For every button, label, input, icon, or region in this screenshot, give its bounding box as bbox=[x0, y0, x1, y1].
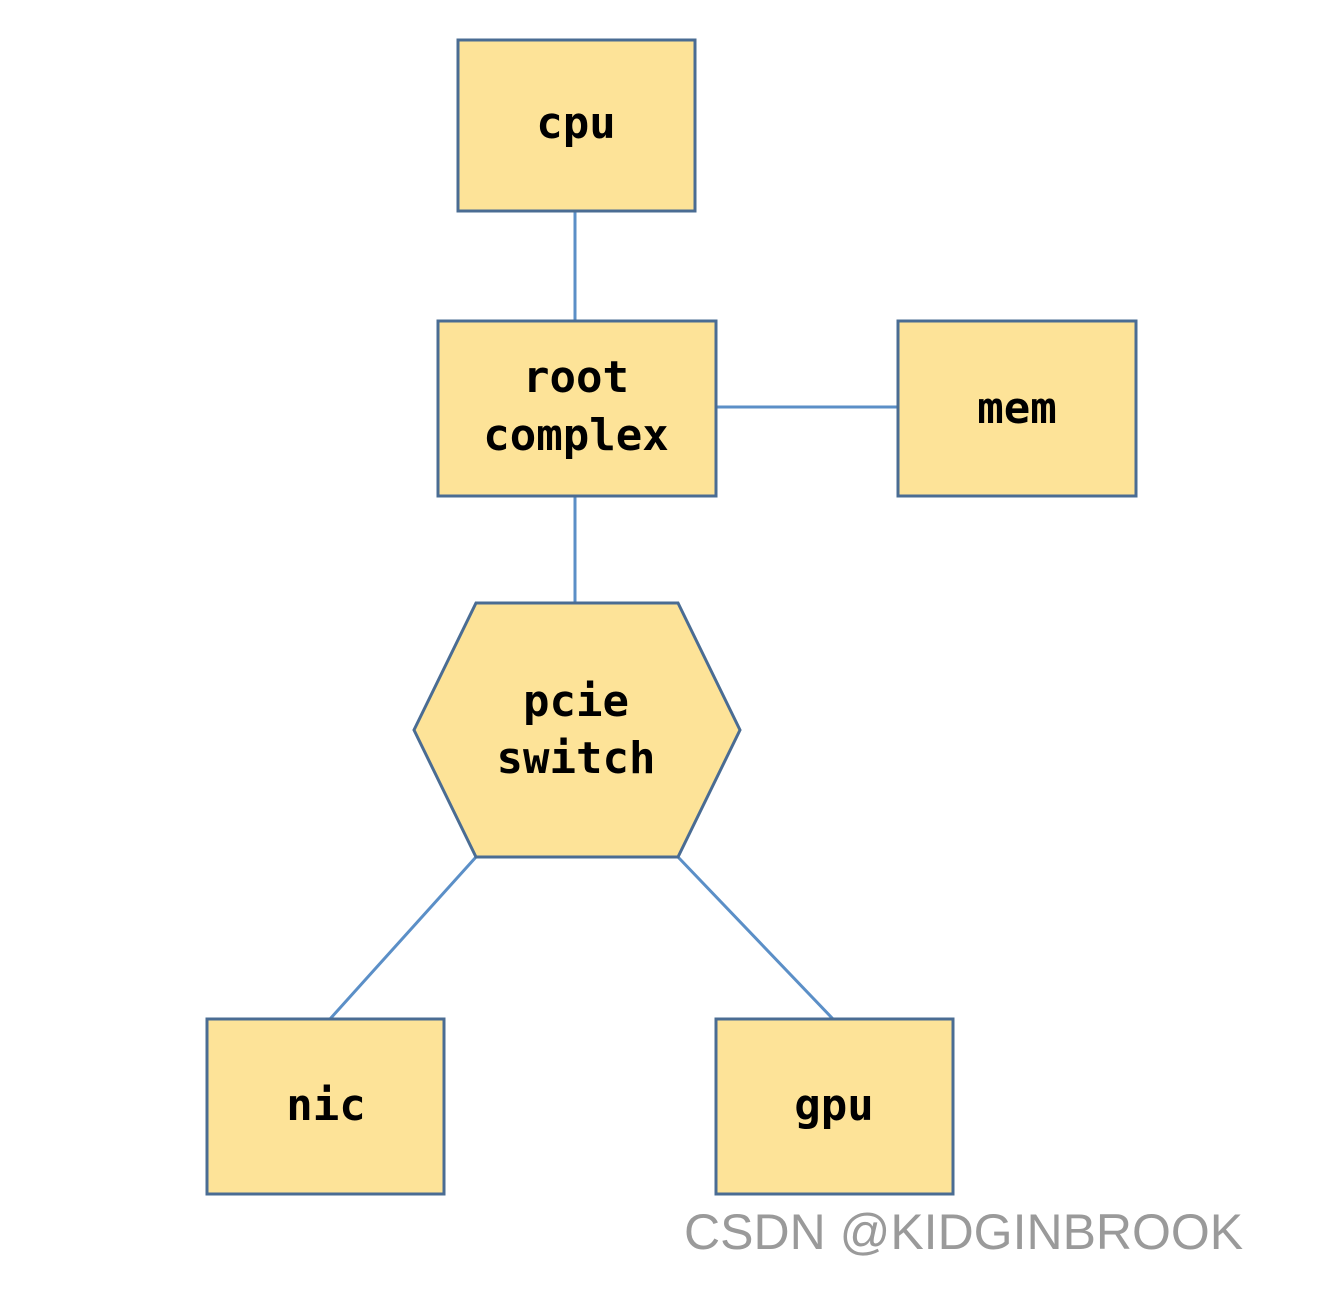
node-mem: mem bbox=[896, 319, 1138, 498]
node-cpu: cpu bbox=[456, 38, 697, 213]
node-nic-box bbox=[205, 1017, 446, 1196]
node-pcie-switch-label-line2: switch bbox=[497, 733, 656, 784]
node-cpu-label: cpu bbox=[536, 98, 615, 149]
node-root-complex: root complex bbox=[436, 319, 718, 498]
edge-pcie-switch-nic bbox=[328, 855, 478, 1021]
node-pcie-switch-label-line1: pcie bbox=[523, 676, 629, 727]
node-gpu-box bbox=[714, 1017, 955, 1196]
node-gpu: gpu bbox=[714, 1017, 955, 1196]
edge-pcie-switch-gpu bbox=[676, 855, 835, 1021]
node-cpu-box bbox=[456, 38, 697, 213]
node-nic-label: nic bbox=[286, 1080, 365, 1131]
node-root-complex-label-line2: complex bbox=[483, 410, 668, 461]
node-pcie-switch-hexagon bbox=[412, 601, 742, 859]
node-mem-label: mem bbox=[977, 383, 1056, 434]
node-nic: nic bbox=[205, 1017, 446, 1196]
node-pcie-switch: pcie switch bbox=[412, 601, 742, 859]
node-gpu-label: gpu bbox=[794, 1080, 873, 1131]
node-mem-box bbox=[896, 319, 1138, 498]
watermark-text: CSDN @KIDGINBROOK bbox=[684, 1204, 1244, 1260]
node-root-complex-label-line1: root bbox=[523, 352, 629, 403]
node-root-complex-box bbox=[436, 319, 718, 498]
